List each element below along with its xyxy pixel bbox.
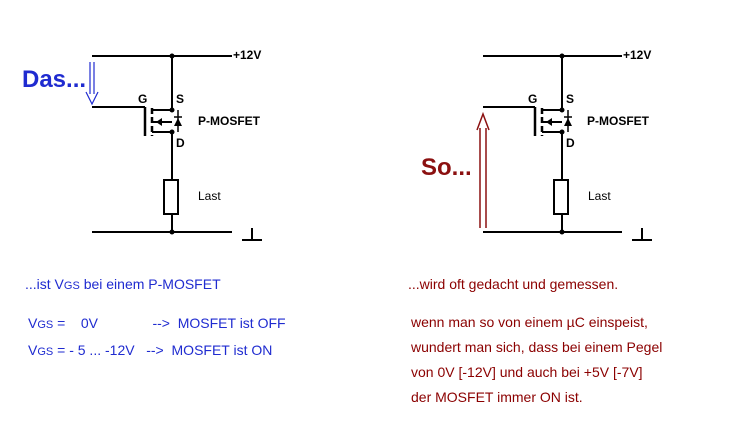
right-device-label: P-MOSFET — [587, 114, 649, 128]
right-line-1: wenn man so von einem µC einspeist, — [411, 314, 648, 330]
left-body-diode — [174, 118, 182, 126]
left-arrow-text: Das... — [22, 66, 87, 93]
right-supply-label: +12V — [623, 48, 652, 62]
right-line-4: der MOSFET immer ON ist. — [411, 389, 583, 405]
left-load-resistor — [163, 179, 179, 215]
right-load-resistor — [553, 179, 569, 215]
right-circuit — [476, 55, 652, 241]
left-supply-label: +12V — [233, 48, 262, 62]
right-gate-label: G — [528, 92, 538, 106]
right-line-3: von 0V [-12V] und auch bei +5V [-7V] — [411, 364, 643, 380]
right-line-2: wundert man sich, dass bei einem Pegel — [411, 339, 663, 355]
right-pmos-arrow — [546, 118, 552, 126]
left-drain-label: D — [176, 136, 185, 150]
right-source-label: S — [566, 92, 575, 106]
left-load-label: Last — [198, 189, 221, 203]
left-pmos-arrow — [156, 118, 162, 126]
right-arrow-text: So... — [421, 154, 472, 181]
left-source-label: S — [176, 92, 185, 106]
right-heading: ...wird oft gedacht und gemessen. — [408, 276, 619, 292]
left-device-label: P-MOSFET — [198, 114, 260, 128]
left-gate-label: G — [138, 92, 148, 106]
right-body-diode — [564, 118, 572, 126]
left-circuit — [85, 55, 262, 241]
left-line-off: VGS = 0V --> MOSFET ist OFF — [28, 315, 286, 331]
right-drain-label: D — [566, 136, 575, 150]
left-line-on: VGS = - 5 ... -12V --> MOSFET ist ON — [28, 342, 273, 358]
left-heading: ...ist VGS bei einem P-MOSFET — [25, 276, 221, 292]
right-load-label: Last — [588, 189, 611, 203]
